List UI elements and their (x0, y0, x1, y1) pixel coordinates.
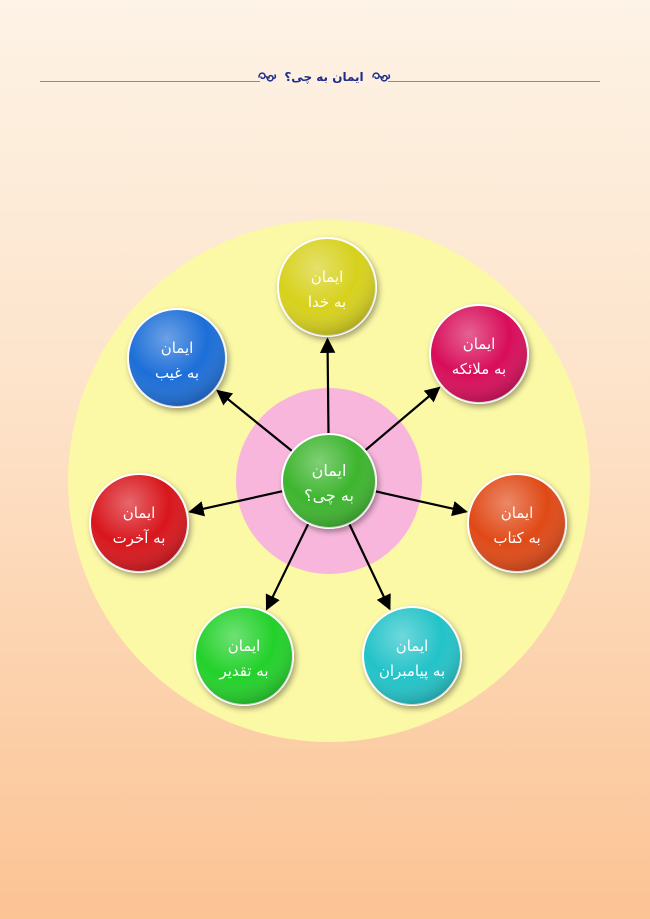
node-prophets-line2: به پیامبران (379, 662, 445, 681)
node-destiny: ایمان به تقدیر (194, 606, 294, 706)
node-hereafter-line2: به آخرت (113, 529, 166, 547)
center-node-circle-shine (282, 434, 376, 528)
header-rule-left (40, 81, 260, 82)
node-hereafter: ایمان به آخرت (89, 473, 189, 573)
node-god-shine (278, 238, 376, 336)
page-title: ایمان به چی؟ (284, 70, 364, 84)
node-prophets: ایمان به پیامبران (362, 606, 462, 706)
node-unseen-line2: به غیب (155, 364, 199, 382)
node-angels: ایمان به ملائکه (429, 304, 529, 404)
node-destiny-shine (195, 607, 293, 705)
node-book-line1: ایمان (501, 504, 534, 522)
center-node-circle: ایمان به چی؟ (281, 433, 377, 529)
arrow-to-god (319, 337, 336, 435)
arrow-to-prophets (348, 523, 391, 611)
arrow-to-angels (364, 386, 441, 452)
node-hereafter-shine (90, 474, 188, 572)
node-unseen-shine (128, 309, 226, 407)
arrow-to-hereafter (188, 490, 284, 517)
node-angels-line1: ایمان (463, 335, 496, 353)
node-god-line2: به خدا (308, 293, 346, 311)
center-node-circle-line1: ایمان (312, 461, 347, 480)
node-god: ایمان به خدا (277, 237, 377, 337)
header-title-group: ایمان به چی؟ (254, 66, 394, 88)
node-unseen: ایمان به غیب (127, 308, 227, 408)
center-node: ایمان به چی؟ (281, 433, 377, 529)
curl-ornament-icon (258, 72, 277, 82)
node-prophets-line1: ایمان (396, 637, 429, 655)
node-unseen-line1: ایمان (161, 339, 194, 357)
node-destiny-line2: به تقدیر (218, 662, 268, 680)
node-angels-line2: به ملائکه (452, 360, 506, 378)
arrow-to-destiny (265, 522, 310, 611)
arrow-to-unseen (216, 389, 294, 453)
center-node-circle-line2: به چی؟ (304, 486, 354, 505)
page-header: ایمان به چی؟ (0, 0, 650, 100)
node-god-line1: ایمان (311, 268, 344, 286)
node-hereafter-line1: ایمان (123, 504, 156, 522)
node-book: ایمان به کتاب (467, 473, 567, 573)
node-destiny-line1: ایمان (228, 637, 261, 655)
header-rule-right (388, 81, 600, 82)
arrows-group (188, 337, 468, 611)
node-prophets-shine (363, 607, 461, 705)
node-angels-shine (430, 305, 528, 403)
arrow-to-book (374, 490, 468, 517)
node-book-line2: به کتاب (493, 529, 540, 547)
curl-ornament-icon (371, 72, 390, 82)
node-book-shine (468, 474, 566, 572)
